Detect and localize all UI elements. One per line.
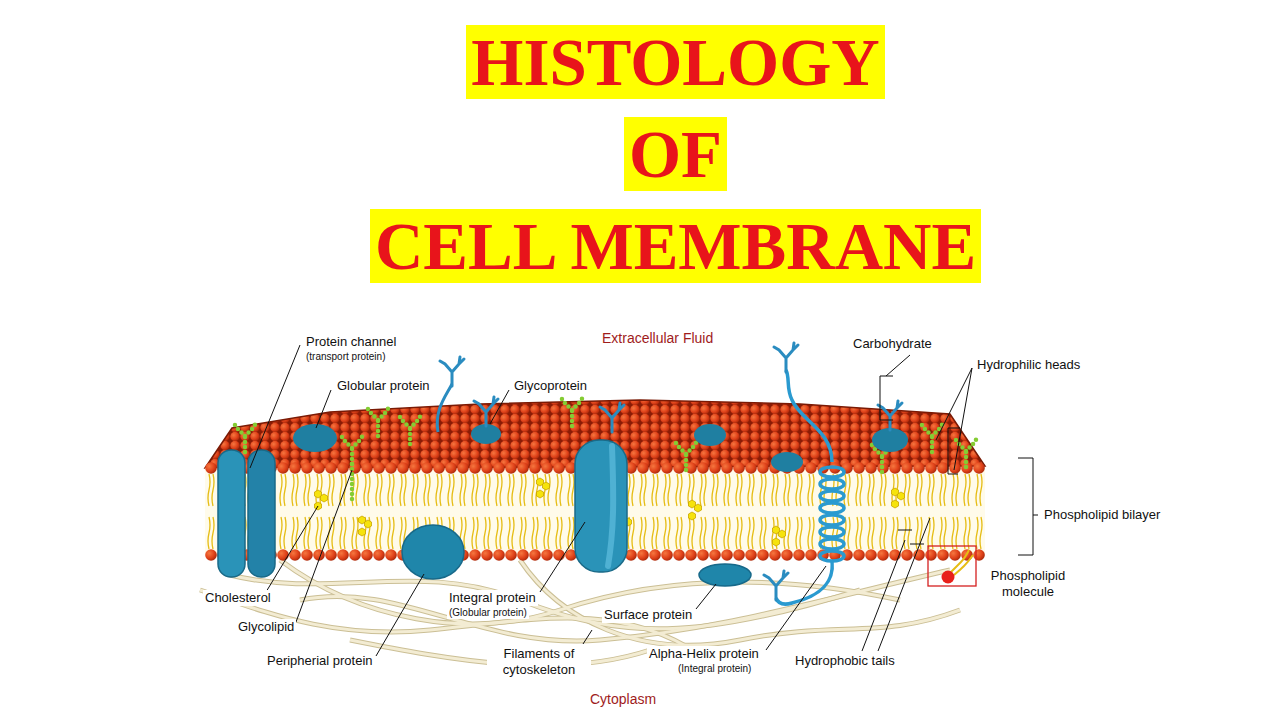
part-label: Globular protein — [335, 378, 432, 394]
part-label: (Globular protein) — [447, 607, 529, 619]
part-label: Extracellular Fluid — [600, 330, 715, 347]
part-label: Cytoplasm — [588, 691, 658, 708]
phospholipid-molecule-callout — [928, 546, 976, 586]
part-label: (transport protein) — [304, 351, 387, 363]
part-label: Peripherial protein — [265, 653, 375, 669]
alpha-helix-protein — [764, 343, 844, 604]
diagram-title: HISTOLOGY OF CELL MEMBRANE — [370, 25, 981, 283]
part-label: Phospholipid bilayer — [1042, 507, 1162, 523]
part-label: Surface protein — [602, 607, 694, 623]
part-label: Integral protein — [447, 590, 538, 606]
title-block: HISTOLOGY OF CELL MEMBRANE — [364, 16, 987, 292]
part-label: Hydrophobic tails — [793, 653, 897, 669]
leader-lines — [250, 345, 1038, 656]
part-label: Hydrophilic heads — [975, 357, 1082, 373]
part-label: Glycoprotein — [512, 378, 589, 394]
part-label: Cholesterol — [203, 590, 273, 606]
part-label: Filaments of cytoskeleton — [487, 646, 591, 677]
part-label: Phospholipid molecule — [980, 568, 1076, 599]
part-label: Alpha-Helix protein — [647, 646, 761, 662]
part-label: Carbohydrate — [851, 336, 934, 352]
part-label: Glycolipid — [236, 619, 296, 635]
part-label: (Integral protein) — [676, 663, 753, 675]
part-label: Protein channel — [304, 334, 398, 350]
